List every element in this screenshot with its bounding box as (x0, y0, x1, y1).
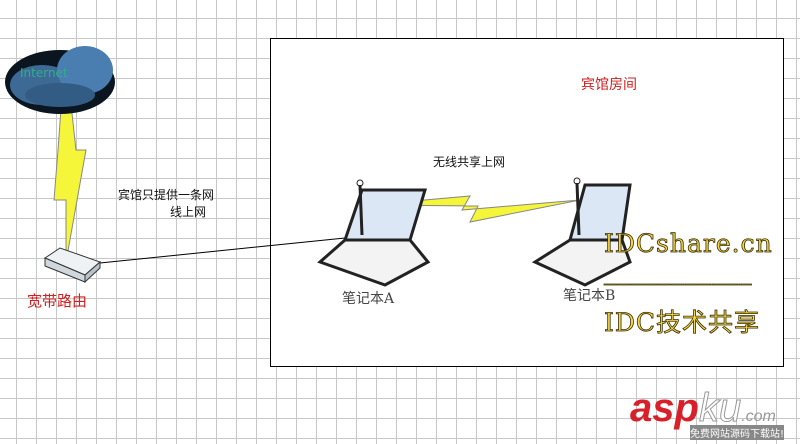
watermark-line1: IDCshare.cn (604, 229, 773, 259)
site-logo: aspku.com (630, 388, 776, 437)
link-note-line2: 线上网 (170, 205, 207, 219)
logo-domain: .com (741, 408, 776, 425)
lightning-link-internet (53, 94, 87, 263)
logo-tagline: 免费网站源码下载站! (690, 425, 785, 440)
router-icon (43, 247, 101, 284)
logo-asp: asp (630, 386, 699, 430)
router-label: 宽带路由 (27, 292, 88, 310)
laptop-b-label: 笔记本B (563, 288, 616, 304)
wireless-note: 无线共享上网 (433, 155, 506, 169)
link-note-line1: 宾馆只提供一条网 (118, 188, 215, 202)
cloud-icon (5, 46, 115, 114)
wired-connection (99, 237, 346, 264)
watermark-line2: IDC技术共享 (604, 308, 761, 338)
room-title: 宾馆房间 (581, 77, 637, 93)
laptop-a-icon (317, 179, 431, 287)
logo-ku: ku (698, 386, 742, 430)
laptop-b-icon (531, 177, 632, 287)
laptop-a-label: 笔记本A (342, 291, 395, 307)
watermark-divider: ___________ (604, 256, 753, 286)
cloud-label: Internet (20, 66, 68, 80)
hotel-room-boundary (270, 38, 784, 367)
